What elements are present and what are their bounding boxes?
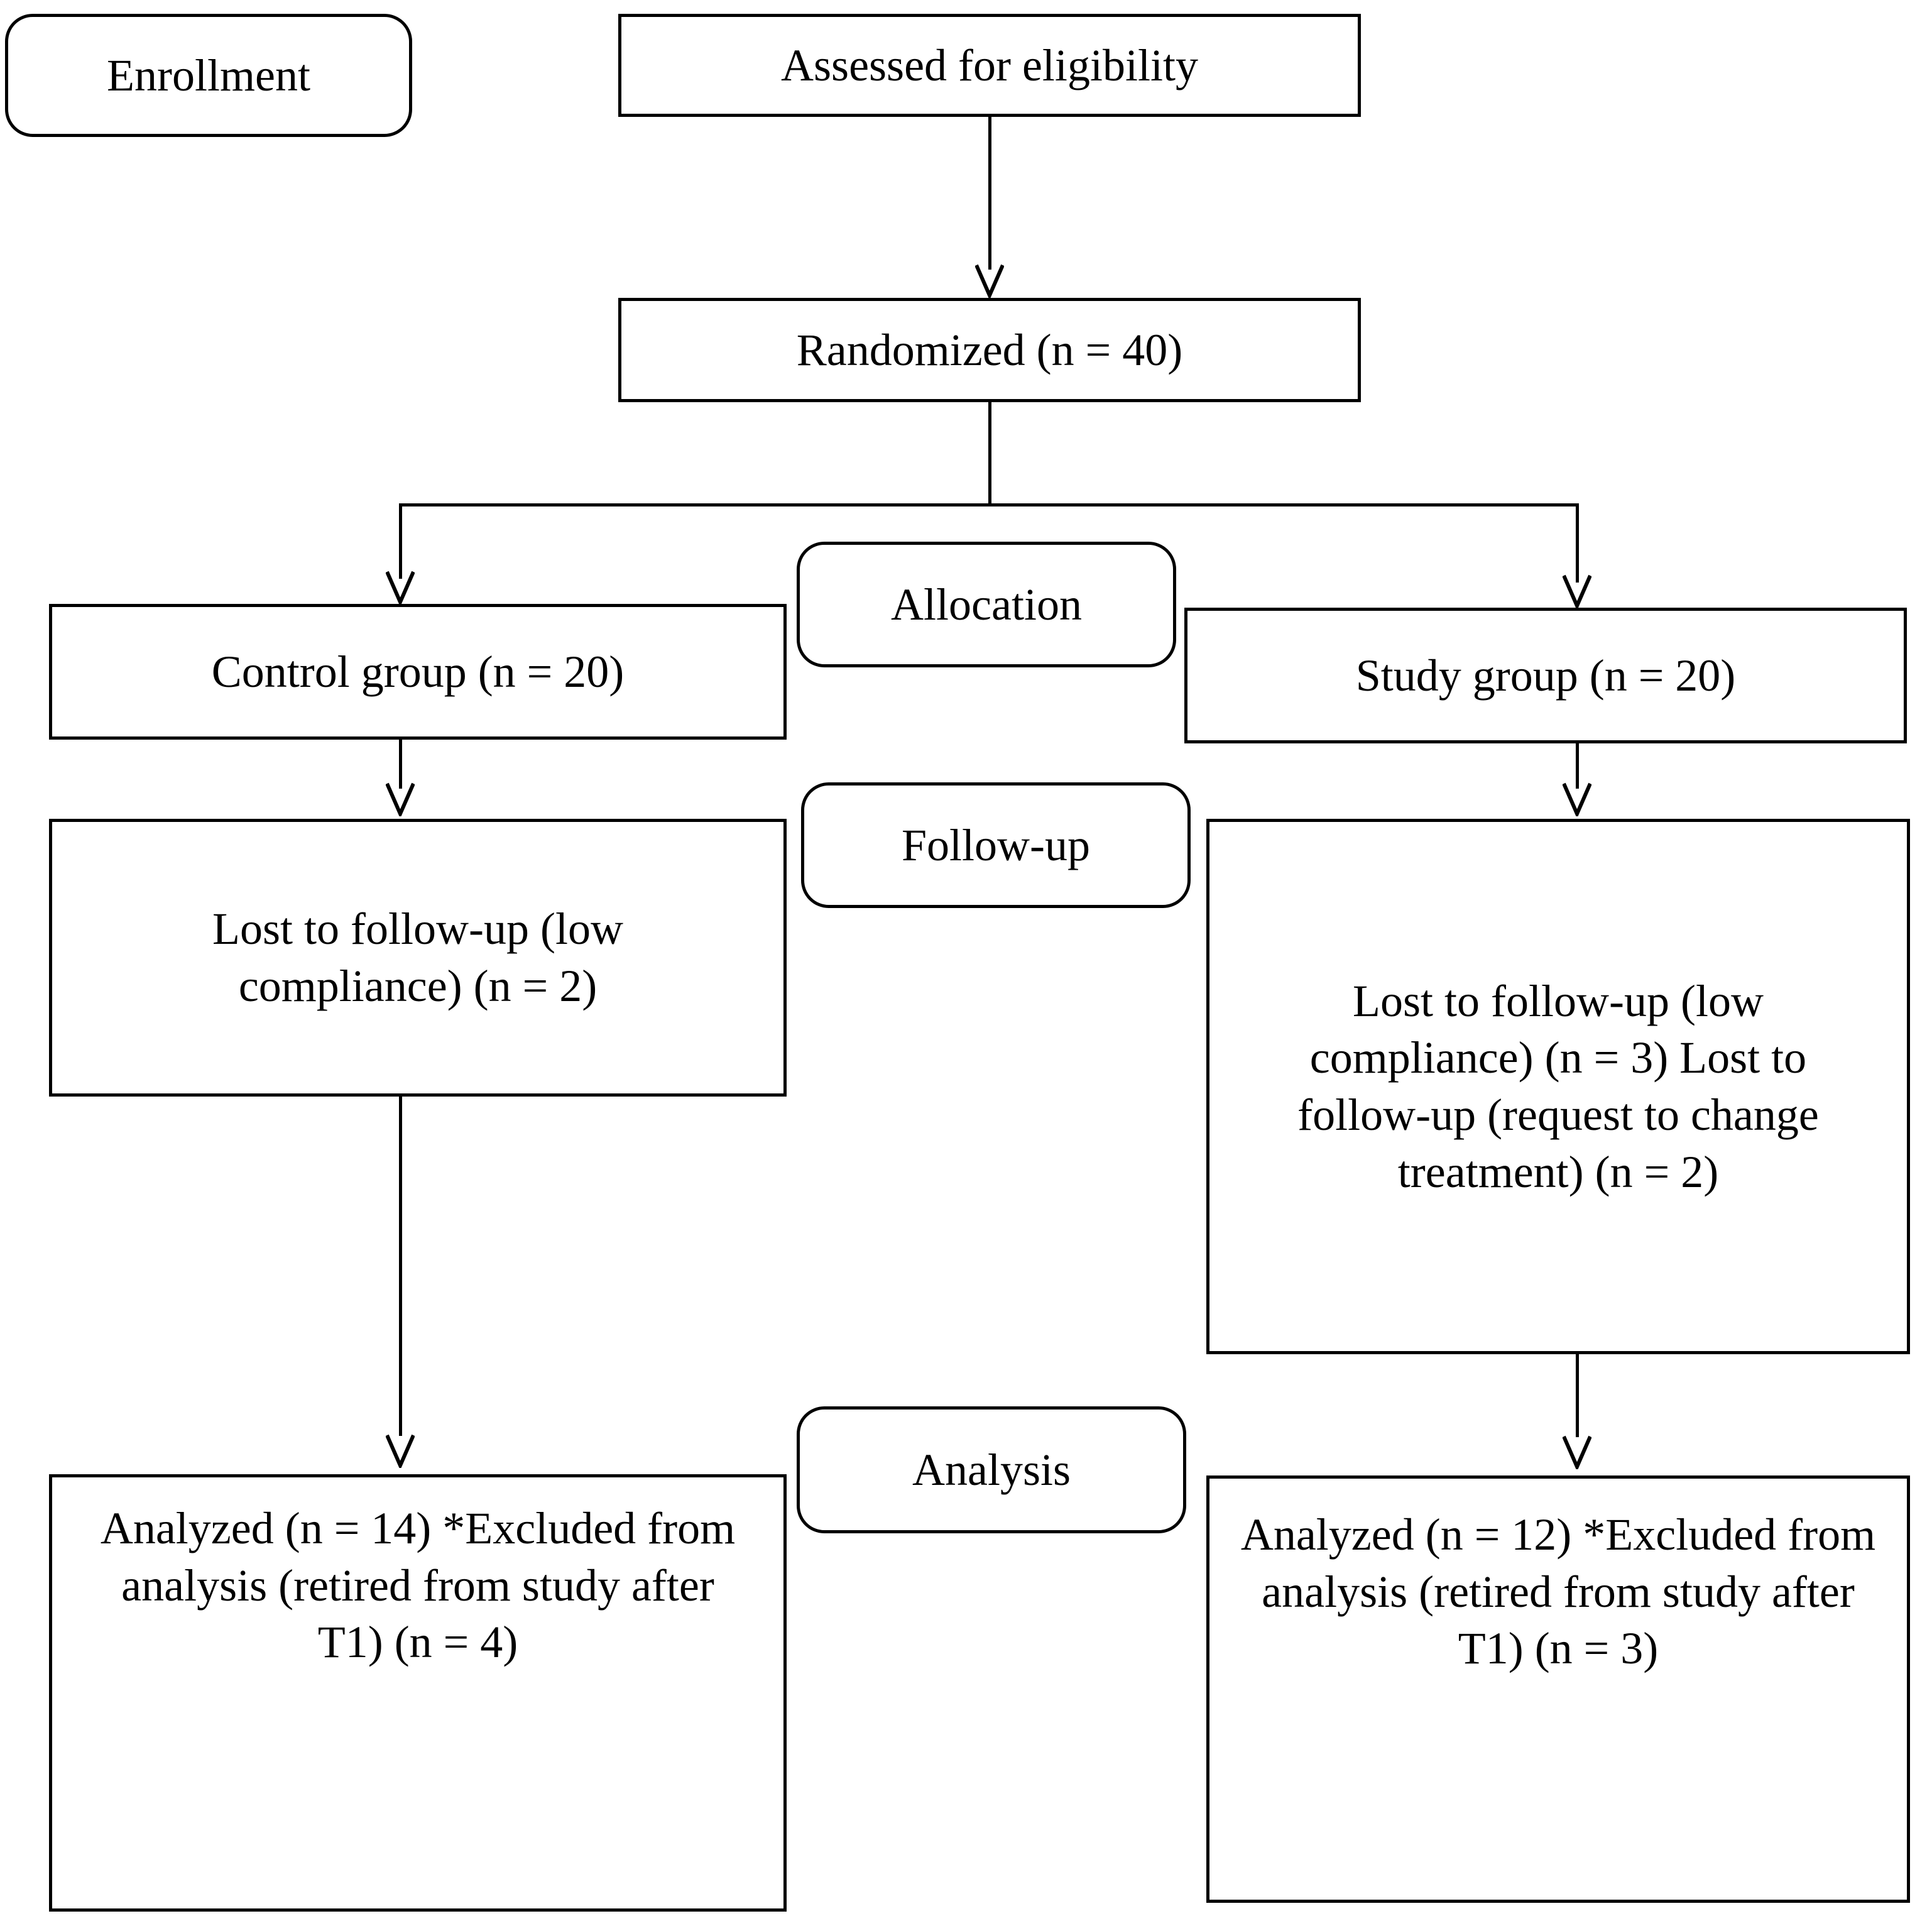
connector-study-group-to-study-lost [1576,743,1579,789]
stage-label-allocation-text: Allocation [891,579,1082,630]
arrowhead-study-lost-to-study-analyzed [1563,1435,1591,1469]
node-randomized: Randomized (n = 40) [618,298,1361,402]
connector-split-to-control-group [399,503,402,579]
node-study-analyzed-text: Analyzed (n = 12) *Excluded from analysi… [1240,1509,1876,1674]
node-assessed-for-eligibility: Assessed for eligibility [618,14,1361,117]
connector-control-lost-to-control-analyzed [399,1097,402,1436]
connector-control-group-to-control-lost [399,740,402,789]
arrowhead-assessed-to-randomized [975,264,1004,298]
node-control-group: Control group (n = 20) [49,604,787,740]
connector-randomized-to-split [988,402,991,505]
arrowhead-split-to-control-group [386,571,415,605]
node-study-lost-to-follow-up-text: Lost to follow-up (low compliance) (n = … [1297,975,1819,1197]
arrowhead-control-lost-to-control-analyzed [386,1434,415,1468]
stage-label-follow-up-text: Follow-up [901,819,1091,870]
node-randomized-text: Randomized (n = 40) [796,324,1183,375]
arrowhead-control-group-to-control-lost [386,782,415,816]
node-study-group-text: Study group (n = 20) [1355,650,1736,701]
arrowhead-study-group-to-study-lost [1563,782,1591,816]
node-assessed-for-eligibility-text: Assessed for eligibility [781,40,1198,90]
stage-label-enrollment-text: Enrollment [107,50,310,101]
stage-label-analysis: Analysis [797,1406,1186,1533]
stage-label-follow-up: Follow-up [801,782,1191,908]
node-control-lost-to-follow-up-text: Lost to follow-up (low compliance) (n = … [212,904,623,1011]
node-control-lost-to-follow-up: Lost to follow-up (low compliance) (n = … [49,819,787,1097]
connector-assessed-to-randomized [988,117,991,270]
node-study-group: Study group (n = 20) [1184,608,1907,743]
connector-study-lost-to-study-analyzed [1576,1354,1579,1437]
connector-split-to-study-group [1576,503,1579,583]
arrowhead-split-to-study-group [1563,574,1591,608]
connector-split-bar [399,503,1579,506]
stage-label-enrollment: Enrollment [5,14,412,137]
node-control-analyzed: Analyzed (n = 14) *Excluded from analysi… [49,1474,787,1912]
node-control-analyzed-text: Analyzed (n = 14) *Excluded from analysi… [100,1503,736,1668]
node-study-analyzed: Analyzed (n = 12) *Excluded from analysi… [1206,1475,1910,1903]
stage-label-allocation: Allocation [797,542,1176,667]
stage-label-analysis-text: Analysis [912,1444,1071,1495]
node-study-lost-to-follow-up: Lost to follow-up (low compliance) (n = … [1206,819,1910,1354]
node-control-group-text: Control group (n = 20) [211,646,625,697]
